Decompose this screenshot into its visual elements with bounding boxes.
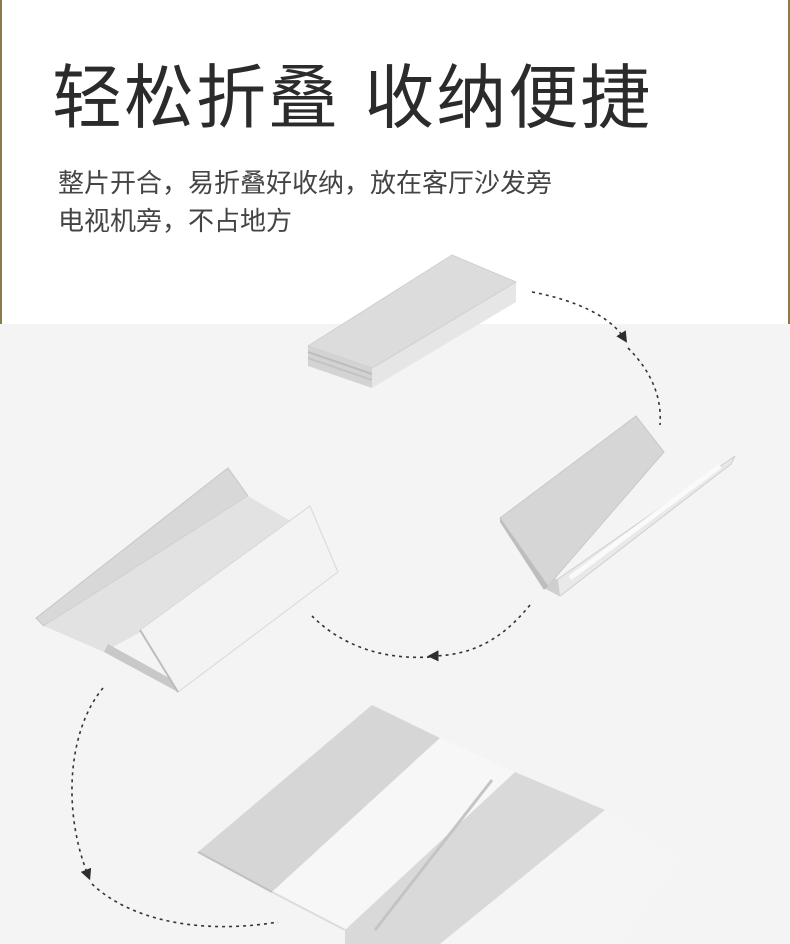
header-band <box>2 0 788 324</box>
page-title: 轻松折叠 收纳便捷 <box>52 57 653 139</box>
arrow-curve-3 <box>71 687 104 881</box>
left-border-accent <box>0 0 2 324</box>
description-line-1: 整片开合，易折叠好收纳，放在客厅沙发旁 <box>58 169 553 199</box>
arrow-curve-2 <box>427 604 531 662</box>
fold-cycle-arrows <box>71 291 662 928</box>
arrow-curve-1 <box>531 291 628 343</box>
right-border-accent <box>788 0 790 324</box>
folded-stack-state <box>306 254 518 388</box>
feature-description: 整片开合，易折叠好收纳，放在客厅沙发旁 电视机旁，不占地方 <box>58 165 678 241</box>
description-line-2: 电视机旁，不占地方 <box>58 207 293 237</box>
leaning-state <box>499 415 736 597</box>
flat-mat-state <box>197 705 682 944</box>
tent-state <box>35 467 339 693</box>
